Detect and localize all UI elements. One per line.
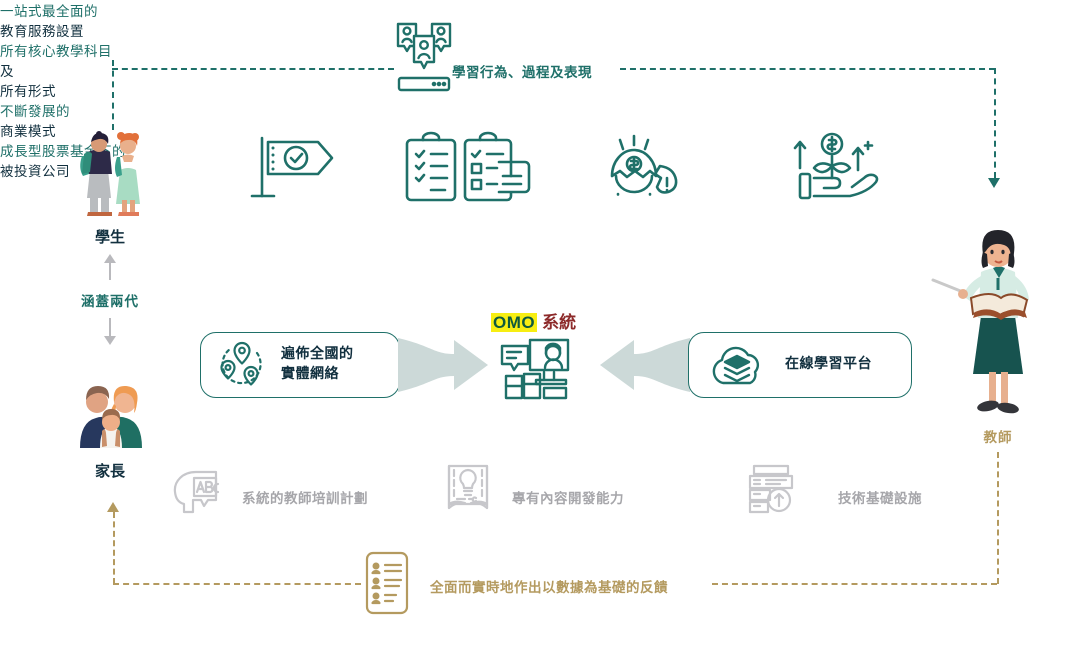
top-loop-right-vertical — [994, 68, 996, 178]
data-report-list-icon — [363, 550, 411, 616]
teacher-illustration — [931, 228, 1050, 418]
teacher-label: 教師 — [983, 430, 1013, 445]
student-label: 學生 — [94, 230, 125, 246]
bottom-flow-label: 全面而實時地作出以數據為基礎的反饋 — [430, 580, 668, 595]
book-lightbulb-icon — [443, 462, 493, 516]
arrow-offline-to-omo — [398, 332, 490, 398]
feature-2-line-1: 商業模式 — [0, 124, 56, 139]
bottom-loop-arrowhead — [107, 502, 119, 512]
bottom-loop-horizontal-right — [712, 583, 997, 585]
top-loop-left-vertical — [112, 60, 114, 130]
generation-arrow-down — [104, 336, 116, 345]
head-abc-icon — [172, 462, 224, 516]
offline-network-line-0: 遍佈全國的 — [281, 346, 354, 362]
top-loop-arrowhead — [988, 178, 1000, 188]
generation-link-label: 涵蓋兩代 — [81, 294, 139, 309]
cloud-books-icon — [709, 343, 765, 387]
parent-label: 家長 — [94, 464, 125, 480]
online-platform-text: 在線學習平台 — [785, 355, 872, 375]
offline-network-text: 遍佈全國的 實體網絡 — [281, 345, 354, 386]
omo-suffix: 系統 — [542, 313, 577, 332]
bottom-loop-horizontal-left — [113, 583, 361, 585]
feature-0-line-0: 一站式最全面的 — [0, 4, 98, 19]
students-illustration — [72, 130, 148, 220]
omo-label: OMO — [491, 313, 538, 332]
flag-check-icon — [248, 134, 338, 202]
arrow-online-to-omo — [598, 332, 690, 398]
hand-money-plant-icon — [790, 130, 882, 204]
generation-arrow-stem-up — [109, 262, 111, 280]
generation-arrow-up — [104, 254, 116, 263]
offline-network-box[interactable]: 遍佈全國的 實體網絡 — [200, 332, 400, 398]
top-loop-horizontal-right — [620, 68, 995, 70]
bottom-loop-right-vertical — [997, 452, 999, 584]
feature-label-1: 所有核心教學科目 及 所有形式 — [0, 40, 170, 100]
capability-label-0: 系統的教師培訓計劃 — [242, 491, 368, 506]
parents-family-illustration — [70, 378, 152, 450]
feature-3-line-1: 被投資公司 — [0, 164, 70, 179]
feature-1-line-1: 及 — [0, 64, 14, 79]
bottom-loop-left-vertical — [113, 512, 115, 584]
video-conference-icon — [394, 18, 454, 98]
capability-label-1: 專有內容開發能力 — [512, 491, 624, 506]
feature-0-line-1: 教育服務設置 — [0, 24, 84, 39]
capability-label-2: 技術基礎設施 — [838, 491, 922, 506]
feature-label-0: 一站式最全面的 教育服務設置 — [0, 0, 170, 40]
feature-1-line-2: 所有形式 — [0, 84, 56, 99]
online-platform-line-0: 在線學習平台 — [785, 356, 872, 372]
online-platform-box[interactable]: 在線學習平台 — [688, 332, 912, 398]
top-loop-horizontal-left — [112, 68, 394, 70]
feature-label-2: 不斷發展的 商業模式 — [0, 100, 170, 140]
offline-network-line-1: 實體網絡 — [281, 367, 339, 382]
top-flow-label: 學習行為、過程及表現 — [452, 65, 592, 80]
clipboard-checklist-icon — [403, 131, 533, 204]
server-upload-icon — [746, 462, 796, 516]
omo-screen-chat-icon — [500, 338, 572, 400]
generation-arrow-stem-down — [109, 318, 111, 336]
feature-2-line-0: 不斷發展的 — [0, 104, 70, 119]
hatching-egg-dollar-icon — [604, 132, 688, 204]
feature-1-line-0: 所有核心教學科目 — [0, 44, 112, 59]
map-pins-network-icon — [217, 341, 267, 389]
